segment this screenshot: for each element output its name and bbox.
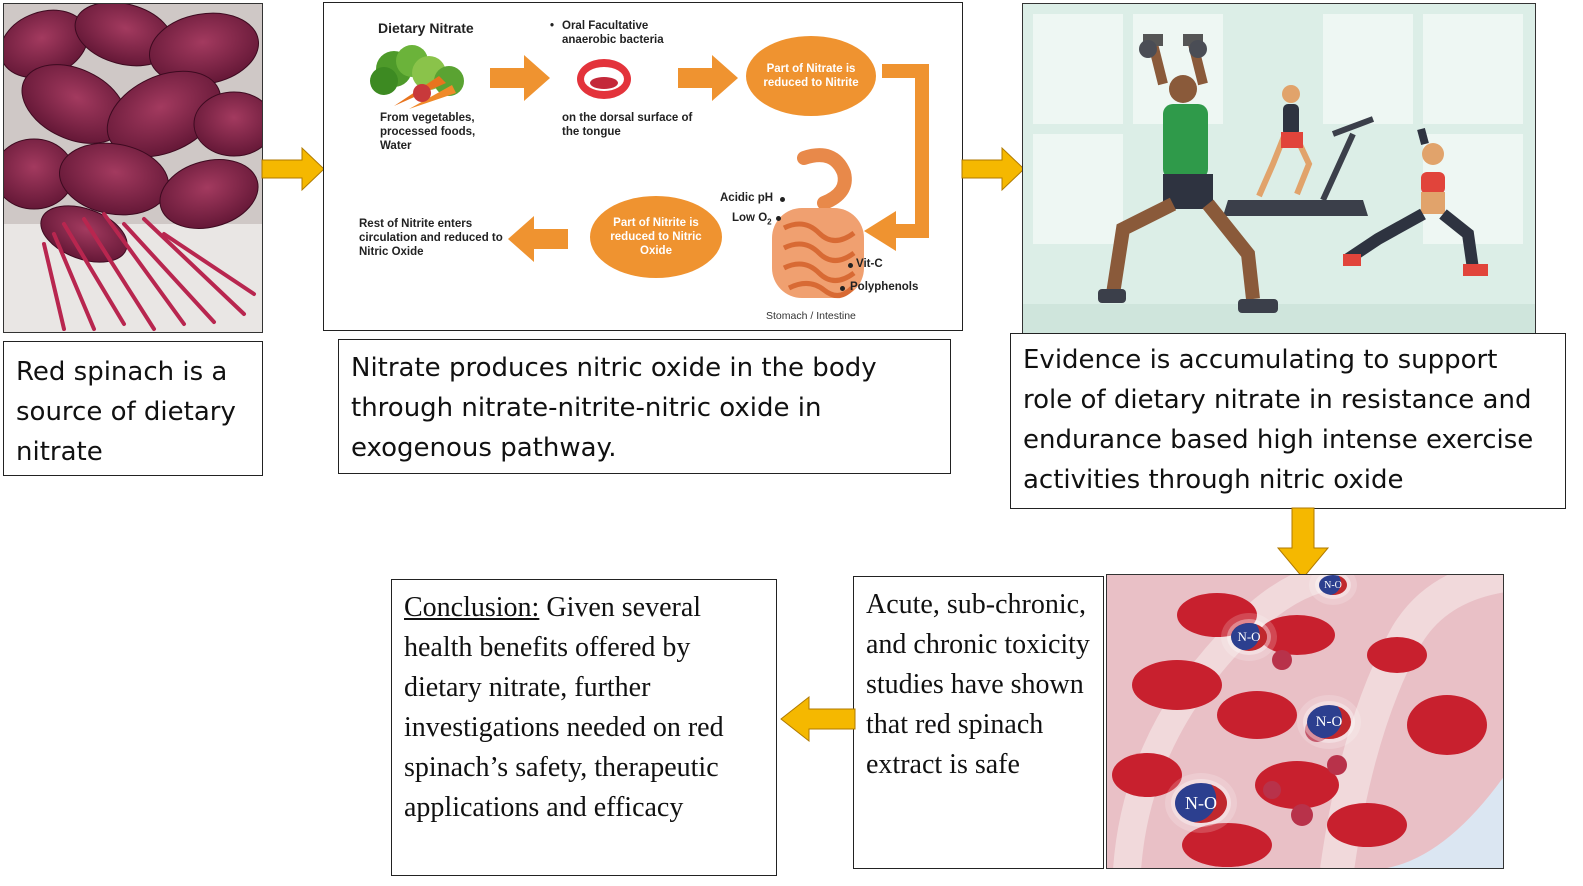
no-molecule-label-2: N-O (1237, 629, 1261, 644)
nitrite-oval-text: Part of Nitrate is reduced to Nitrite (763, 63, 859, 89)
nitrate-pathway-diagram: Dietary Nitrate From vegetables, process… (323, 2, 963, 331)
nitric-oxide-oval-text: Part of Nitrite is reduced to Nitric Oxi… (610, 217, 702, 257)
low-o2-text: Low O (732, 212, 768, 224)
pathway-bent-arrow (864, 64, 929, 251)
no-molecule-badge-3: N-O (1307, 705, 1351, 739)
pathway-arrow-2 (678, 55, 738, 101)
arrow-left (780, 695, 856, 743)
arrow-down (1276, 507, 1330, 579)
rest-of-nitrite-text: Rest of Nitrite enters circulation and r… (359, 218, 503, 258)
nitrate-caption-box: Nitrate produces nitric oxide in the bod… (338, 339, 951, 474)
evidence-caption: Evidence is accumulating to support role… (1023, 345, 1534, 495)
polyphenols-dot (840, 286, 845, 291)
arrow-right-2 (961, 146, 1025, 192)
nitric-oxide-oval: Part of Nitrite is reduced to Nitric Oxi… (590, 196, 722, 278)
no-molecule-badge-2: N-O (1231, 623, 1267, 651)
stomach-label: Stomach / Intestine (766, 310, 856, 322)
red-spinach-image (3, 3, 263, 333)
conclusion-label: Conclusion: (404, 592, 540, 623)
tongue-text: on the dorsal surface of the tongue (562, 112, 693, 138)
evidence-caption-box: Evidence is accumulating to support role… (1010, 333, 1566, 509)
acidic-ph-dot (780, 197, 785, 202)
bacteria-text: Oral Facultative anaerobic bacteria (562, 20, 664, 46)
intestine-icon (772, 148, 864, 298)
vitc-label: Vit-C (856, 258, 883, 270)
low-o2-dot (776, 216, 781, 221)
no-molecule-label-1: N-O (1324, 579, 1342, 591)
no-molecule-label-4: N-O (1185, 792, 1217, 813)
vitc-dot (848, 263, 853, 268)
acidic-ph-label: Acidic pH (720, 192, 774, 204)
exercise-illustration (1022, 3, 1536, 341)
bacteria-bullet: • (550, 20, 555, 32)
polyphenols-label: Polyphenols (850, 281, 919, 293)
no-molecule-badge-4: N-O (1175, 783, 1227, 823)
spinach-illustration (4, 4, 262, 332)
conclusion-text: Given several health benefits offered by… (404, 592, 724, 823)
no-molecule-label-3: N-O (1315, 713, 1343, 730)
blood-vessel-image: N-O N-O N-O N-O (1106, 574, 1504, 869)
vegetables-icon (370, 45, 464, 109)
conclusion-box: Conclusion: Given several health benefit… (391, 579, 777, 876)
low-o2-subscript: 2 (767, 217, 772, 227)
toxicity-caption-box: Acute, sub-chronic, and chronic toxicity… (853, 576, 1104, 869)
mouth-icon (577, 59, 631, 99)
dietary-nitrate-title: Dietary Nitrate (378, 20, 474, 36)
nitrite-oval: Part of Nitrate is reduced to Nitrite (746, 36, 876, 116)
sources-text: From vegetables, processed foods, Water (380, 112, 476, 152)
arrow-right-1 (261, 146, 325, 192)
spinach-caption: Red spinach is a source of dietary nitra… (16, 357, 236, 467)
gym-scene (1023, 14, 1535, 340)
toxicity-caption: Acute, sub-chronic, and chronic toxicity… (866, 589, 1090, 780)
pathway-arrow-1 (490, 55, 550, 101)
spinach-caption-box: Red spinach is a source of dietary nitra… (3, 341, 263, 476)
low-o2-label: Low O2 (732, 211, 772, 229)
nitrate-caption: Nitrate produces nitric oxide in the bod… (351, 353, 877, 463)
no-molecule-badge-1: N-O (1319, 575, 1347, 595)
vessel-scene (1107, 575, 1503, 868)
pathway-arrow-left (508, 216, 568, 262)
